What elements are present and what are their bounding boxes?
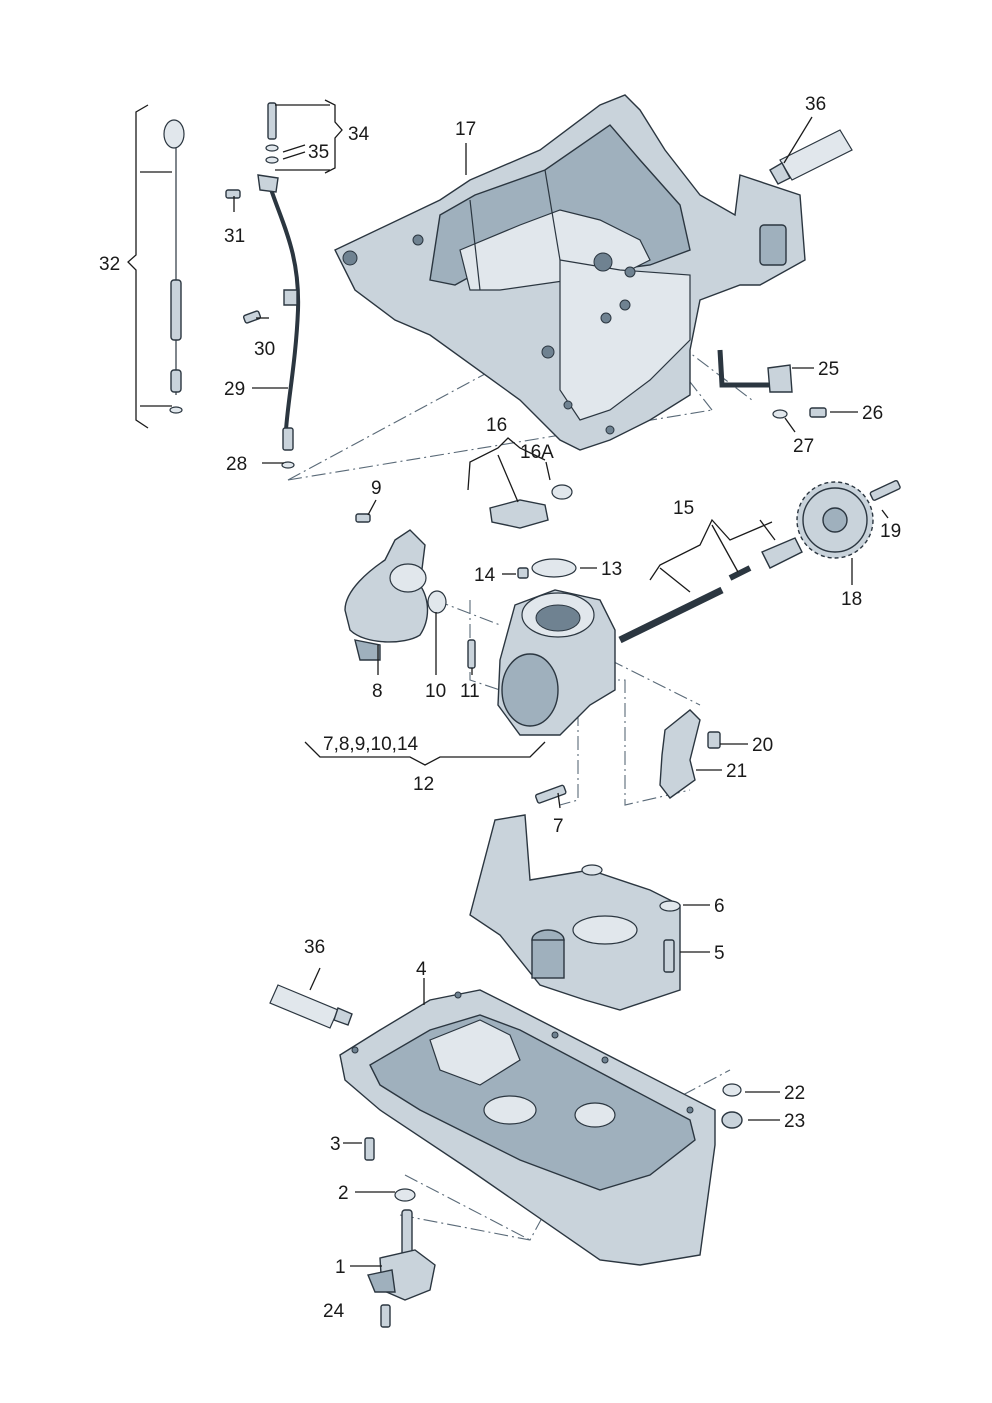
oil-dipstick — [163, 119, 185, 414]
sealant-tube-bottom — [269, 984, 353, 1029]
callout-3: 3 — [330, 1134, 341, 1155]
callout-labels: 1 2 3 4 5 6 7 8 9 10 11 12 7,8,9,10,14 1… — [99, 94, 901, 1322]
leader-lines — [127, 99, 889, 1267]
callout-8: 8 — [372, 681, 383, 702]
drive-shaft — [618, 537, 803, 644]
callout-34: 34 — [348, 124, 370, 145]
oil-filter-housing — [344, 513, 447, 661]
callout-6: 6 — [714, 896, 725, 917]
callout-9: 9 — [371, 478, 382, 499]
oil-level-sensor — [489, 484, 573, 529]
callout-36-bottom: 36 — [304, 937, 325, 958]
oil-pump — [467, 558, 616, 736]
callout-19: 19 — [880, 521, 901, 542]
callout-5: 5 — [714, 943, 725, 964]
callout-31: 31 — [224, 226, 245, 247]
lower-oil-pan — [339, 989, 716, 1266]
callout-1: 1 — [335, 1257, 346, 1278]
callout-15: 15 — [673, 498, 694, 519]
callout-16a: 16A — [520, 442, 554, 463]
callout-26: 26 — [862, 403, 883, 424]
callout-22: 22 — [784, 1083, 805, 1104]
callout-23: 23 — [784, 1111, 805, 1132]
callout-27: 27 — [793, 436, 814, 457]
callout-28: 28 — [226, 454, 247, 475]
oil-return-pipe — [717, 349, 827, 419]
callout-4: 4 — [416, 959, 427, 980]
callout-12: 12 — [413, 774, 434, 795]
callout-36-top: 36 — [805, 94, 826, 115]
callout-25: 25 — [818, 359, 839, 380]
callout-24: 24 — [323, 1301, 345, 1322]
callout-16: 16 — [486, 415, 507, 436]
callout-35: 35 — [308, 142, 329, 163]
callout-2: 2 — [338, 1183, 349, 1204]
callout-10: 10 — [425, 681, 446, 702]
callout-21: 21 — [726, 761, 747, 782]
oil-pickup — [364, 1137, 436, 1328]
callout-7: 7 — [553, 816, 564, 837]
callout-18: 18 — [841, 589, 862, 610]
callout-17: 17 — [455, 119, 476, 140]
callout-20: 20 — [752, 735, 773, 756]
callout-29: 29 — [224, 379, 245, 400]
oil-baffle — [469, 814, 681, 1011]
group-label-12: 7,8,9,10,14 — [323, 734, 419, 755]
drain-plug — [721, 1083, 743, 1129]
callout-32: 32 — [99, 254, 120, 275]
oil-pump-sprocket — [796, 479, 901, 559]
callout-30: 30 — [254, 339, 275, 360]
callout-13: 13 — [601, 559, 622, 580]
upper-oil-pan — [334, 94, 806, 451]
pump-bolt — [534, 784, 567, 804]
callout-14: 14 — [474, 565, 496, 586]
dipstick-guide-tube — [225, 102, 301, 469]
callout-11: 11 — [460, 681, 480, 702]
pump-bracket — [659, 709, 721, 799]
sealant-tube-top — [769, 129, 853, 185]
